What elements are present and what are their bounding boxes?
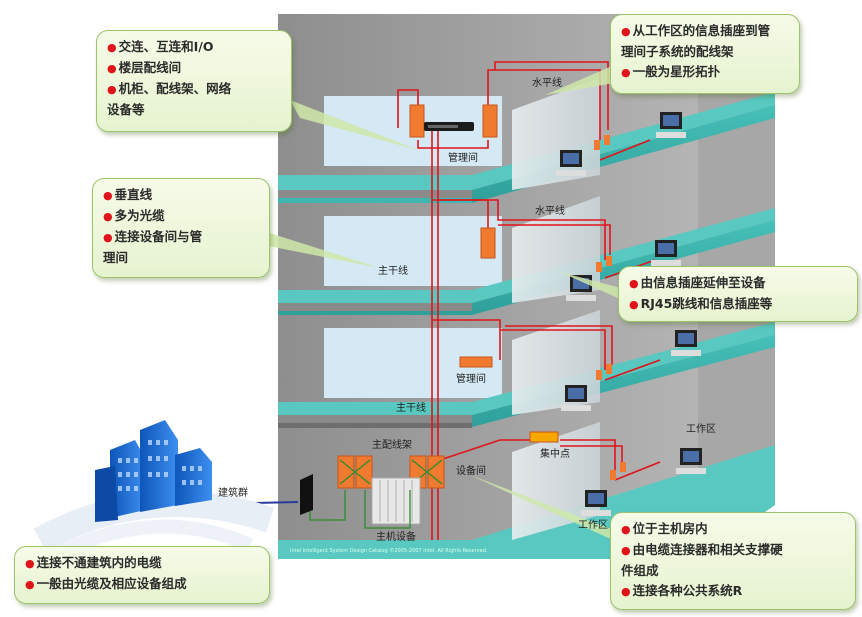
label-mgmt-top: 管理间: [448, 151, 478, 164]
callout-line: 设备等: [107, 102, 145, 117]
bullet-icon: ●: [621, 544, 631, 557]
building-icon: [33, 420, 275, 559]
bullet-icon: ●: [25, 578, 35, 591]
callout-horizontal-subsystem: ●从工作区的信息插座到管 理间子系统的配线架 ●一般为星形拓扑: [610, 14, 800, 94]
callout-line: 一般为星形拓扑: [632, 64, 721, 79]
label-backbone-2: 主干线: [378, 264, 408, 277]
callout-line: 位于主机房内: [632, 521, 708, 536]
footer-text: Intel Intelligent System Design Catalog …: [290, 547, 488, 554]
bullet-icon: ●: [107, 83, 117, 96]
bullet-icon: ●: [107, 62, 117, 75]
bullet-icon: ●: [103, 210, 113, 223]
callout-line: 连接各种公共系统R: [632, 583, 743, 598]
callout-line: 从工作区的信息插座到管: [632, 23, 771, 38]
cross-connects: [339, 459, 443, 485]
patch-panel-2: [480, 227, 496, 259]
bullet-icon: ●: [621, 66, 631, 79]
patch-panels: [337, 104, 559, 489]
information-outlets: [594, 135, 626, 480]
workstations: [556, 112, 706, 516]
bullet-icon: ●: [621, 25, 631, 38]
callout-building-group-subsystem: ●连接不通建筑内的电缆 ●一般由光缆及相应设备组成: [14, 546, 270, 604]
building-entrance-panel: [300, 474, 313, 515]
callout-equipment-room-subsystem: ●位于主机房内 ●由电缆连接器和相关支撑硬 件组成 ●连接各种公共系统R: [610, 512, 856, 610]
callout-line: 连接不通建筑内的电缆: [36, 555, 162, 570]
bullet-icon: ●: [621, 585, 631, 598]
label-main-frame: 主配线架: [372, 438, 412, 451]
patch-panel-3: [459, 356, 493, 368]
callout-line: 机柜、配线架、网络: [118, 81, 232, 96]
label-backbone-3: 主干线: [396, 401, 426, 414]
label-work-area-bottom: 工作区: [578, 519, 608, 531]
bullet-icon: ●: [621, 523, 631, 536]
label-horizontal-2: 水平线: [535, 204, 565, 217]
bullet-icon: ●: [107, 41, 117, 54]
callout-line: 交连、互连和I/O: [118, 39, 214, 54]
callout-line: 连接设备间与管: [114, 229, 203, 244]
bullet-icon: ●: [629, 277, 639, 290]
bullet-icon: ●: [629, 298, 639, 311]
partition-4: [512, 422, 600, 540]
bullet-icon: ●: [25, 557, 35, 570]
callout-line: 多为光缆: [114, 208, 165, 223]
callout-line: 垂直线: [114, 187, 153, 202]
label-equipment-room: 设备间: [456, 464, 486, 477]
callout-line: 理间子系统的配线架: [621, 44, 734, 59]
host-equipment-racks: [371, 477, 421, 525]
bullet-icon: ●: [103, 189, 113, 202]
bullet-icon: ●: [103, 231, 113, 244]
callout-management-room: ●交连、互连和I/O ●楼层配线间 ●机柜、配线架、网络 设备等: [96, 30, 292, 132]
label-work-area-right: 工作区: [686, 423, 716, 435]
callout-work-area-subsystem: ●由信息插座延伸至设备 ●RJ45跳线和信息插座等: [618, 266, 858, 322]
callout-line: 件组成: [621, 563, 659, 578]
patch-panel-1a: [409, 104, 425, 138]
label-concentration-point: 集中点: [540, 447, 570, 460]
callout-line: 由电缆连接器和相关支撑硬: [632, 542, 783, 557]
callout-line: 由信息插座延伸至设备: [640, 275, 766, 290]
callout-line: RJ45跳线和信息插座等: [640, 296, 773, 311]
label-building-group: 建筑群: [218, 486, 248, 499]
callout-line: 楼层配线间: [118, 60, 182, 75]
label-mgmt-3: 管理间: [456, 372, 486, 385]
callout-backbone-subsystem: ●垂直线 ●多为光缆 ●连接设备间与管 理间: [92, 178, 270, 278]
callout-line: 理间: [103, 250, 129, 265]
callout-line: 一般由光缆及相应设备组成: [36, 576, 187, 591]
window-floor2: [324, 216, 502, 286]
patch-panel-1b: [482, 104, 498, 138]
concentration-point-box: [529, 431, 559, 443]
label-horizontal-top: 水平线: [532, 76, 562, 89]
label-host-equipment: 主机设备: [376, 530, 416, 543]
